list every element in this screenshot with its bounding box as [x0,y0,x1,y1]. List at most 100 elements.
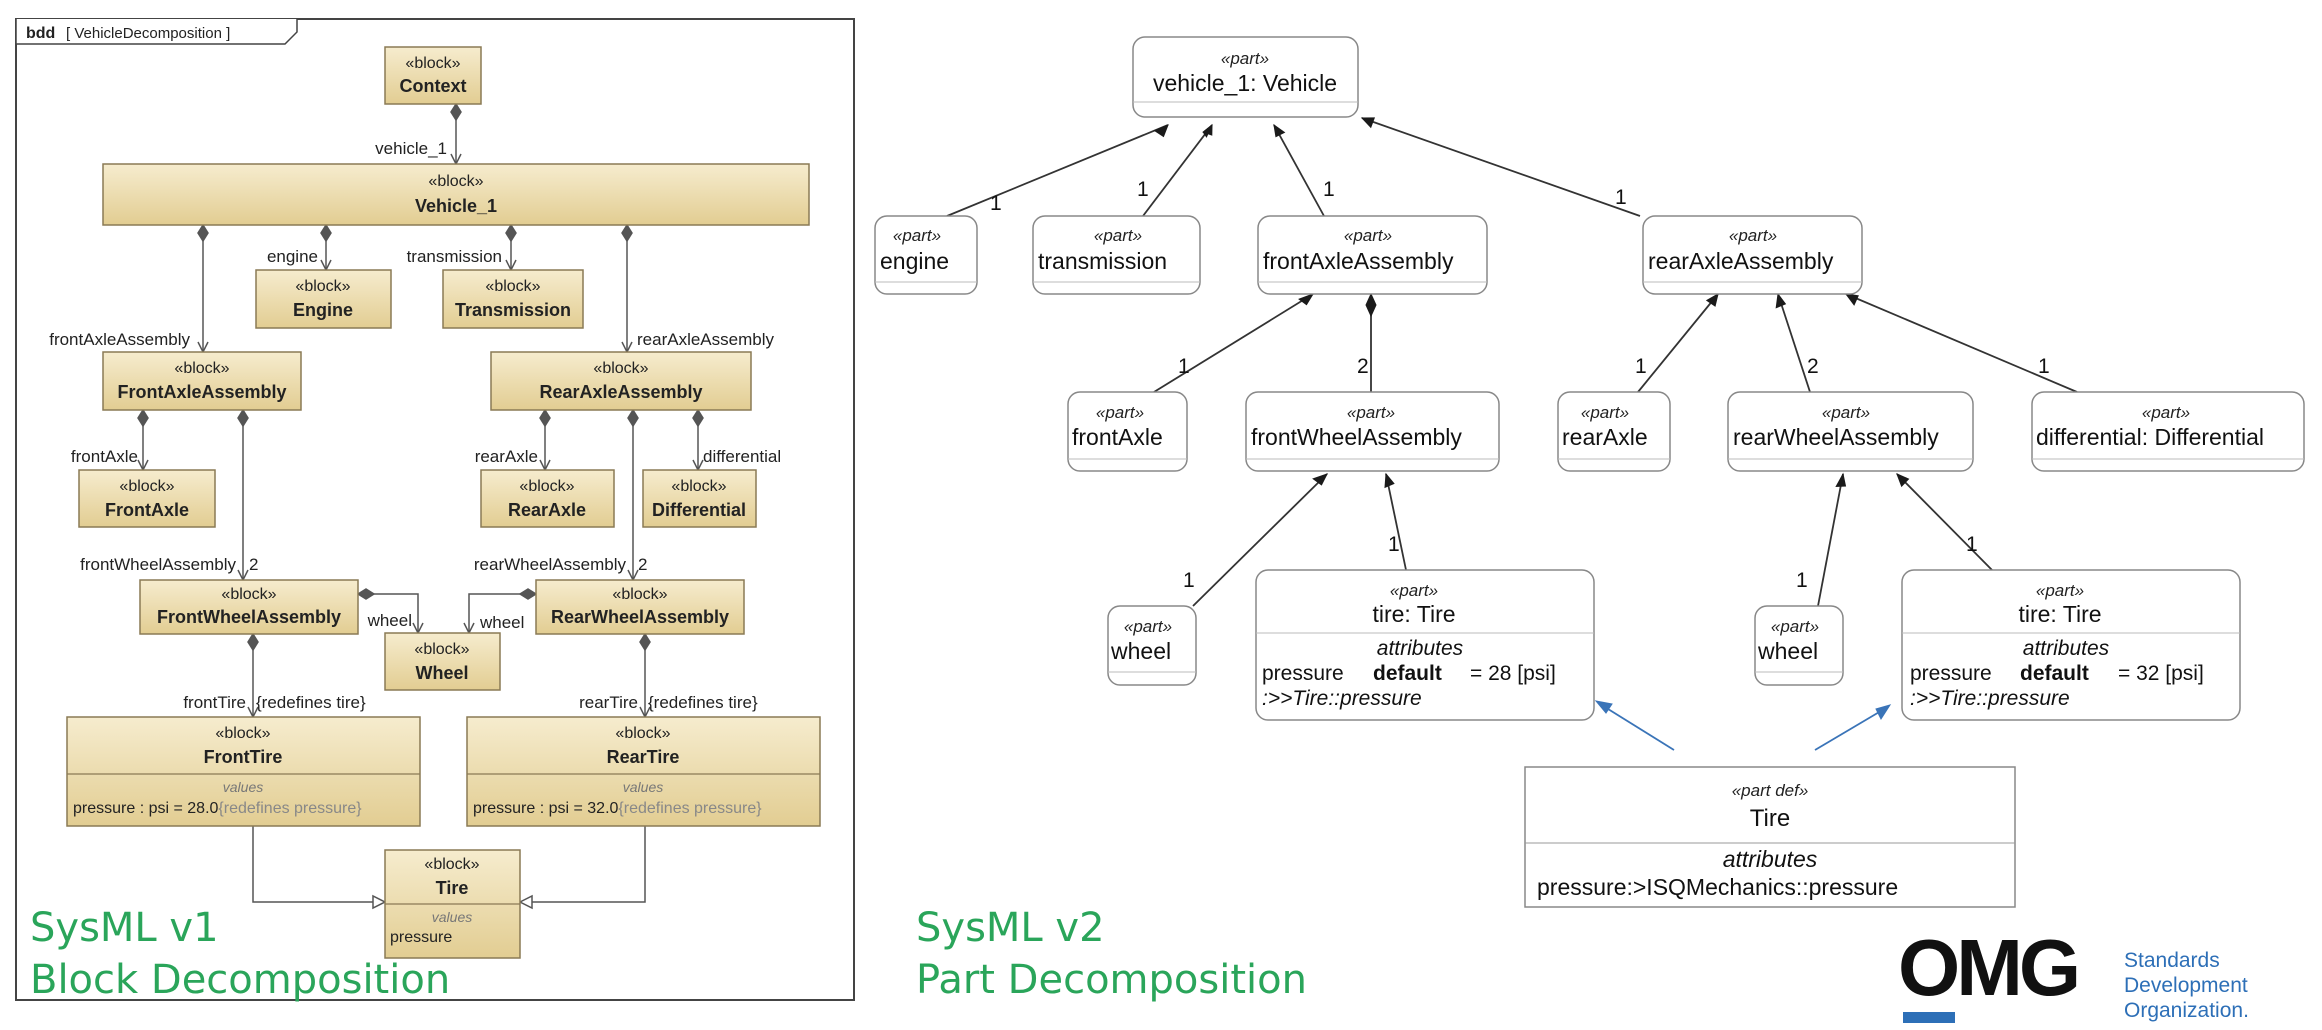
role-vehicle-1: vehicle_1 [375,139,447,158]
front-tire-attr-value: = 28 [psi] [1470,662,1556,685]
block-name: RearAxleAssembly [539,382,702,402]
part-stereotype: «part» [1124,617,1172,636]
v1-block-vehicle: «block» Vehicle_1 [102,163,810,226]
values-compartment-label: values [223,779,263,795]
part-name: wheel [1110,638,1171,664]
block-name: Differential [652,500,746,520]
values-compartment-label: values [432,909,472,925]
v1-block-transmission: «block» Transmission [442,269,584,329]
block-stereotype: «block» [414,641,469,658]
v1-block-front-tire: «block» FrontTire values pressure : psi … [66,716,421,827]
values-compartment-label: values [623,779,663,795]
block-name: RearAxle [508,500,586,520]
part-name: transmission [1038,248,1167,274]
rear-tire-subsets: :>>Tire::pressure [1910,687,2070,710]
frame-kind: bdd [26,25,55,42]
part-def-attributes-label: attributes [1723,846,1818,872]
block-name: Engine [293,300,353,320]
v2-part-front-wheel-assembly: «part» frontWheelAssembly [1245,391,1500,472]
v2-part-rear-axle: «part» rearAxle [1557,391,1671,472]
v2-part-front-axle-assembly: «part» frontAxleAssembly [1257,215,1488,295]
part-name: tire: Tire [1372,601,1455,627]
v2-part-rear-wheel-assembly: «part» rearWheelAssembly [1727,391,1974,472]
block-name: FrontTire [204,747,283,767]
mult-rear-wheel: 1 [1796,569,1808,592]
block-stereotype: «block» [612,586,667,603]
part-stereotype: «part» [2036,581,2084,600]
omg-logo: OMG Standards Development Organization. [1898,923,2249,1023]
front-tire-attr-name: pressure [1262,662,1344,685]
block-stereotype: «block» [215,725,270,742]
mult-front-wheel-assembly: 2 [1357,355,1369,378]
block-stereotype: «block» [405,55,460,72]
part-name: rearWheelAssembly [1733,424,1939,450]
role-front-tire: frontTire [183,693,246,712]
v1-block-front-axle: «block» FrontAxle [78,469,216,528]
part-stereotype: «part» [1344,226,1392,245]
part-stereotype: «part» [2142,403,2190,422]
role-front-wheel-mult: 2 [249,555,258,574]
rear-tire-pressure-value: pressure : psi = 32.0 [473,800,619,817]
role-differential: differential [703,447,781,466]
v2-connectors [946,117,2078,607]
part-stereotype: «part» [1771,617,1819,636]
v1-block-context: «block» Context [384,46,482,105]
v1-heading-line2: Block Decomposition [30,957,450,1003]
omg-line1: Standards [2124,949,2220,972]
block-stereotype: «block» [519,478,574,495]
role-rear-wheel-assembly: rearWheelAssembly [474,555,627,574]
part-name: engine [880,248,949,274]
v1-block-differential: «block» Differential [642,469,757,528]
role-rear-axle: rearAxle [475,447,538,466]
part-stereotype: «part» [1390,581,1438,600]
mult-front-wheel: 1 [1183,569,1195,592]
mult-differential: 1 [2038,355,2050,378]
part-name: differential: Differential [2036,424,2264,450]
block-stereotype: «block» [424,856,479,873]
v2-heading-line1: SysML v2 [916,905,1105,951]
role-rear-wheel-mult: 2 [638,555,647,574]
omg-logo-bar [1903,1012,1955,1023]
block-name: FrontAxle [105,500,189,520]
role-wheel-left: wheel [367,611,412,630]
role-rear-tire: rearTire [579,693,638,712]
omg-line2: Development [2124,974,2248,997]
front-tire-pressure-value: pressure : psi = 28.0 [73,800,219,817]
role-front-redefines-tire: {redefines tire} [256,693,366,712]
block-name: Context [400,76,467,96]
part-name: wheel [1757,638,1818,664]
mult-rear-tire: 1 [1966,533,1978,556]
attributes-compartment-label: attributes [2023,637,2110,660]
part-def-name: Tire [1750,805,1790,832]
role-engine: engine [267,247,318,266]
part-name: vehicle_1: Vehicle [1153,70,1337,96]
v1-block-rear-axle-assembly: «block» RearAxleAssembly [490,351,752,411]
part-stereotype: «part» [1221,49,1269,68]
block-name: Transmission [455,300,571,320]
block-stereotype: «block» [485,278,540,295]
part-name: rearAxle [1562,424,1648,450]
mult-rear-axle: 1 [1635,355,1647,378]
rear-tire-value: pressure : psi = 32.0{redefines pressure… [473,800,762,817]
mult-rear-wheel-assembly: 2 [1807,355,1819,378]
part-name: rearAxleAssembly [1648,248,1834,274]
mult-front-axle: 1 [1178,355,1190,378]
v1-heading-line1: SysML v1 [30,905,219,951]
v2-multiplicities: 1 1 1 1 1 2 1 2 1 1 1 1 1 [990,178,2050,592]
part-stereotype: «part» [1729,226,1777,245]
mult-rear-axle-assembly: 1 [1615,186,1627,209]
block-stereotype: «block» [428,173,483,190]
v2-heading-line2: Part Decomposition [916,957,1307,1003]
rear-tire-attr-value: = 32 [psi] [2118,662,2204,685]
block-name: RearWheelAssembly [551,607,729,627]
v2-part-rear-wheel: «part» wheel [1754,605,1844,686]
rear-tire-attr-keyword: default [2020,662,2089,685]
role-rear-axle-assembly: rearAxleAssembly [637,330,774,349]
v1-connector-ends [137,102,704,652]
tire-value: pressure [390,929,452,946]
block-name: Wheel [415,663,468,683]
role-front-axle-assembly: frontAxleAssembly [49,330,190,349]
v2-composition-diamonds [1153,117,1910,489]
v1-heading: SysML v1 Block Decomposition [30,905,450,1003]
v2-part-engine: «part» engine [874,215,978,295]
